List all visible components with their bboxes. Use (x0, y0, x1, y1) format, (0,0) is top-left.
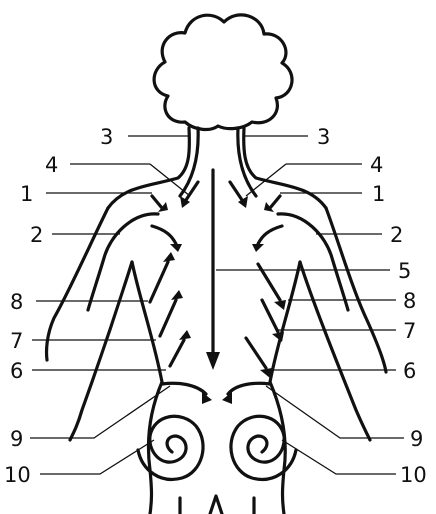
arrow-l8 (150, 262, 168, 302)
label-l1: 1 (20, 182, 33, 206)
arrow-l8-head (163, 252, 175, 262)
arrow-r2-head (252, 244, 264, 252)
label-l6: 6 (10, 359, 23, 383)
label-r10: 10 (400, 463, 427, 487)
arrow-r7 (262, 300, 278, 332)
arrow-r6 (246, 338, 266, 368)
arrow-l6-head (179, 330, 191, 340)
arrow-l2 (152, 226, 176, 244)
arrow-r8-head (274, 300, 286, 310)
label-r7: 7 (403, 319, 416, 343)
leader-l10 (40, 440, 154, 474)
label-l4: 4 (45, 153, 58, 177)
arrow-l2-head (170, 244, 182, 252)
arrow-r4 (230, 182, 242, 200)
label-l7: 7 (10, 329, 23, 353)
label-l8: 8 (10, 290, 23, 314)
arrow-r1 (270, 196, 280, 208)
label-r2: 2 (390, 223, 403, 247)
right-forearm (300, 262, 370, 440)
right-arm-outer (326, 208, 386, 372)
arrow-l1 (152, 196, 162, 208)
arrow-r2 (258, 226, 282, 244)
label-r6: 6 (403, 359, 416, 383)
label-r5: 5 (398, 259, 411, 283)
leader-r4b (246, 164, 286, 196)
label-r8: 8 (403, 289, 416, 313)
label-l3: 3 (100, 125, 113, 149)
leader-r9 (266, 386, 404, 438)
label-l9: 9 (10, 427, 23, 451)
waist-top-curve-left (162, 383, 206, 394)
arrow-r7-head (272, 332, 284, 342)
central-arrow-head (206, 352, 220, 370)
torso-left-side (132, 262, 162, 382)
arrow-l7 (160, 300, 176, 336)
head-outline (154, 15, 292, 130)
leader-r10 (282, 440, 396, 474)
label-l2: 2 (30, 223, 43, 247)
left-forearm (70, 262, 132, 440)
lower-mark-center (210, 496, 222, 514)
arrow-l7-head (171, 290, 183, 300)
arrow-l6 (170, 340, 184, 366)
label-r9: 9 (410, 427, 423, 451)
label-r3: 3 (317, 125, 330, 149)
waist-top-curve-right (228, 383, 270, 394)
neck-left (108, 128, 189, 208)
label-r1: 1 (372, 182, 385, 206)
label-l10: 10 (4, 463, 31, 487)
left-arm-outer (47, 208, 108, 360)
label-r4: 4 (370, 153, 383, 177)
